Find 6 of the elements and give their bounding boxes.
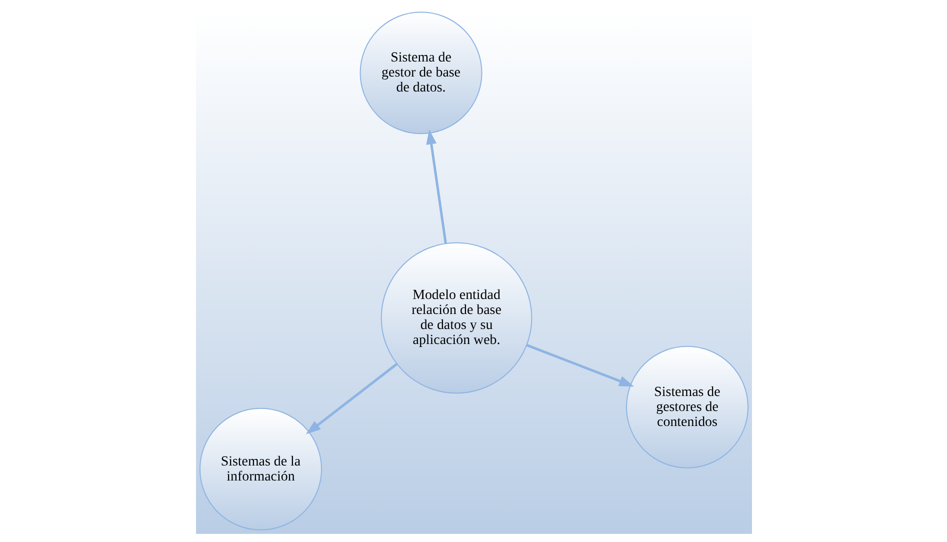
node-circle: Sistemas de gestores de contenidos: [626, 346, 748, 468]
node-circle: Modelo entidad relación de base de datos y su aplicación web.: [380, 242, 532, 394]
node-circle: Sistema de gestor de base de datos.: [359, 12, 482, 134]
arrow: [526, 344, 634, 387]
arrow: [426, 129, 446, 244]
arrow: [305, 362, 398, 434]
